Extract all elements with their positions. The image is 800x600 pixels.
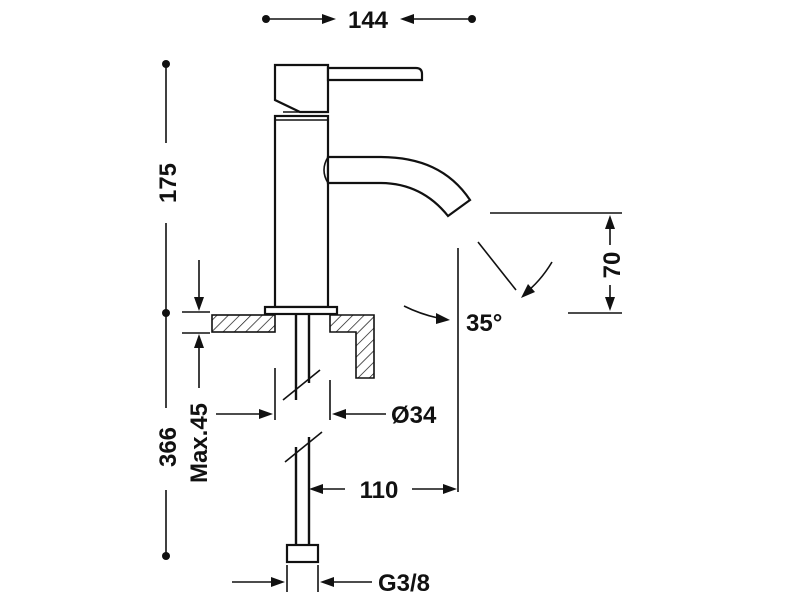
supply-hoses xyxy=(282,315,323,564)
deck-section xyxy=(211,314,375,379)
dim-label-70: 70 xyxy=(599,252,626,279)
faucet-spout xyxy=(323,155,472,218)
dim-label-max45: Max.45 xyxy=(186,403,213,483)
dim-label-width: 144 xyxy=(348,7,389,34)
dimension-spout-angle: 35° xyxy=(403,241,553,337)
dimension-height-total: 366 xyxy=(155,313,182,560)
g38-fitting xyxy=(285,543,320,564)
dim-label-reach: 110 xyxy=(360,477,399,504)
dimension-reach: 110 xyxy=(309,248,459,504)
dim-label-366: 366 xyxy=(155,427,182,467)
dim-label-angle: 35° xyxy=(466,310,502,337)
dim-label-diameter: Ø34 xyxy=(391,402,437,429)
faucet-handle xyxy=(273,63,424,114)
dimension-max-deck: Max.45 xyxy=(182,260,213,483)
dimension-width-top: 144 xyxy=(262,7,476,34)
dimension-hole-diameter: Ø34 xyxy=(216,368,437,429)
dim-label-connection: G3/8 xyxy=(378,570,430,597)
dimension-height-upper: 175 xyxy=(155,60,182,317)
dim-label-175: 175 xyxy=(155,163,182,203)
dimension-connection: G3/8 xyxy=(232,565,430,597)
faucet-body xyxy=(263,114,339,316)
dimension-spout-height: 70 xyxy=(490,212,626,314)
